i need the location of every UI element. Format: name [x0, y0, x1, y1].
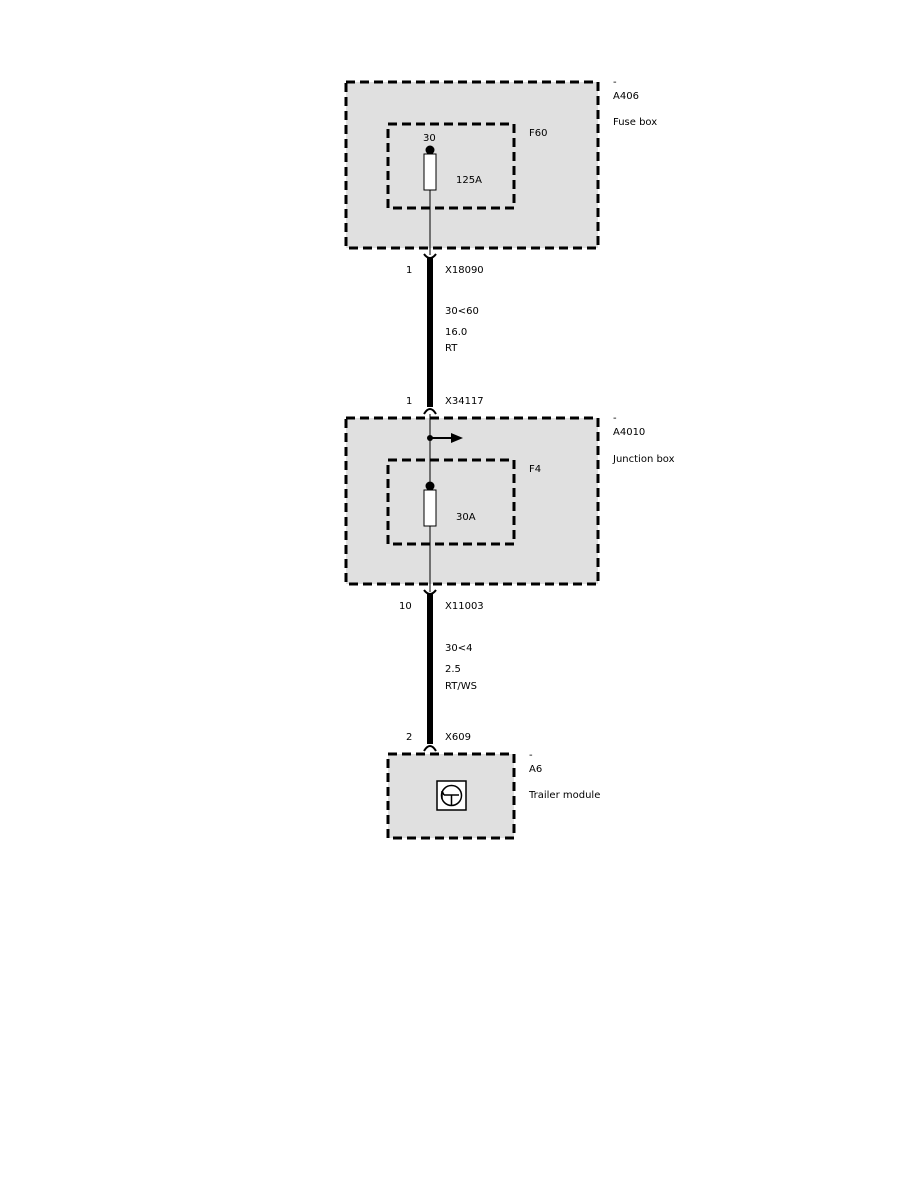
- fuse-f60-terminal: 30: [423, 133, 436, 144]
- wire2-color: RT/WS: [445, 681, 477, 692]
- wire1-bottom-pin: 1: [406, 396, 412, 407]
- fuse-box-a406: [344, 80, 600, 250]
- wire1-circuit: 30<60: [445, 306, 479, 317]
- transistor-icon: [436, 780, 467, 811]
- component-a6-id: A6: [529, 764, 542, 775]
- fuse-f4-symbol: [423, 489, 437, 527]
- fuse-f60-terminal-dot: [425, 145, 435, 155]
- fuse-f4-terminal-dot: [425, 481, 435, 491]
- fuse-f60-id: F60: [529, 128, 547, 139]
- component-a6-name: Trailer module: [528, 790, 600, 801]
- fuse-f4-id: F4: [529, 464, 541, 475]
- wire2-circuit: 30<4: [445, 643, 472, 654]
- wire1-top-connector: X18090: [445, 265, 484, 276]
- component-a406-id: A406: [613, 91, 639, 102]
- wire2-bottom-connector: X609: [445, 732, 471, 743]
- fuse-f4-frame: [386, 458, 516, 546]
- wire2-top-connector: X11003: [445, 601, 484, 612]
- fuse-f60-rating: 125A: [456, 175, 482, 186]
- component-a4010-name: Junction box: [612, 454, 675, 465]
- component-a406-name: Fuse box: [613, 117, 657, 128]
- junction-box-a4010: [344, 416, 600, 586]
- wire2-top-pin: 10: [399, 601, 412, 612]
- wire2-bottom-pin: 2: [406, 732, 412, 743]
- branch-arrow-icon: [451, 433, 463, 443]
- wire2-gauge: 2.5: [445, 664, 461, 675]
- wire1-bottom-connector: X34117: [445, 396, 484, 407]
- component-a406-dash: -: [613, 77, 617, 88]
- component-a6-dash: -: [529, 750, 533, 761]
- component-a4010-dash: -: [613, 413, 617, 424]
- connector-x609-mark: [423, 745, 437, 752]
- fuse-f4-rating: 30A: [456, 512, 476, 523]
- component-a4010-id: A4010: [613, 427, 645, 438]
- fuse-f60-frame: [386, 122, 516, 210]
- wire1-color: RT: [445, 343, 458, 354]
- connector-x34117-mark: [423, 408, 437, 415]
- fuse-f60-symbol: [423, 153, 437, 191]
- wire1-top-pin: 1: [406, 265, 412, 276]
- wire1-gauge: 16.0: [445, 327, 467, 338]
